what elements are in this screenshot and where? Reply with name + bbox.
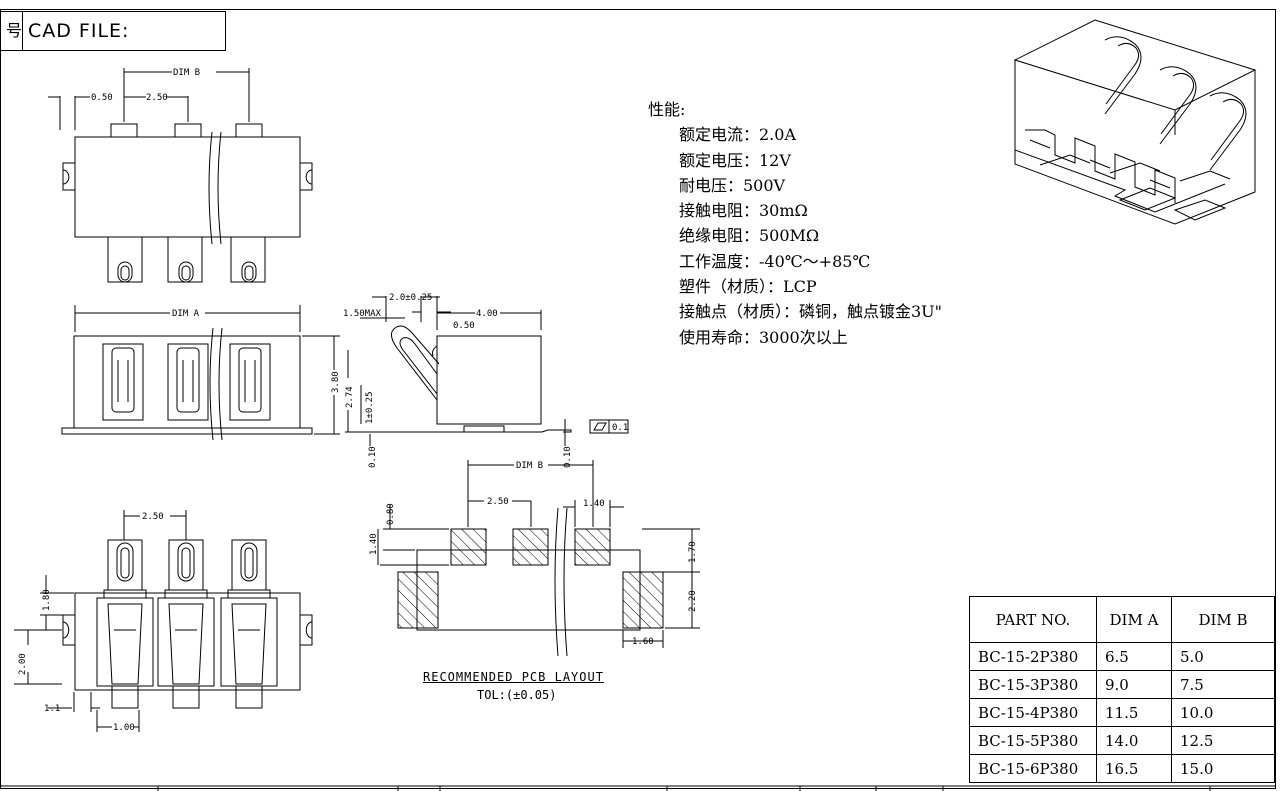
part-dimension-table: PART NO. DIM A DIM B BC-15-2P380 6.5 5.0… xyxy=(969,596,1275,783)
dim-a-cell: 14.0 xyxy=(1096,726,1172,755)
dim-274: 2.74 xyxy=(345,386,355,408)
front-view xyxy=(61,305,340,441)
dim-1025: 1±0.25 xyxy=(365,391,375,424)
dim-100: 1.00 xyxy=(113,723,135,733)
part-no-cell: BC-15-4P380 xyxy=(969,698,1097,727)
dim-220: 2.20 xyxy=(688,590,698,612)
pcb-tolerance: TOL:(±0.05) xyxy=(477,688,557,702)
dim-140-pcb-top: 1.40 xyxy=(583,499,605,509)
dim-010-right: 0.10 xyxy=(563,446,573,468)
title-glyph: 号 xyxy=(0,12,23,50)
table-row: BC-15-5P380 14.0 12.5 xyxy=(969,726,1275,755)
pcb-layout xyxy=(377,460,700,657)
dim-11: 1.1 xyxy=(44,704,60,714)
dim-a-cell: 11.5 xyxy=(1096,698,1172,727)
side-view xyxy=(345,296,629,446)
cad-file-box: 号 CAD FILE: xyxy=(0,11,226,51)
dim-400: 4.00 xyxy=(476,309,498,319)
dim-140-pcb-left: 1.40 xyxy=(369,533,379,555)
spec-list: 性能: 额定电流：2.0A 额定电压：12V 耐电压：500V 接触电阻：30m… xyxy=(648,97,942,350)
dim-a-cell: 16.5 xyxy=(1096,754,1172,783)
spec-row: 耐电压：500V xyxy=(679,175,786,195)
table-row: BC-15-3P380 9.0 7.5 xyxy=(969,670,1275,699)
spec-row: 使用寿命：3000次以上 xyxy=(679,327,848,347)
flatness-value: 0.1 xyxy=(612,423,628,433)
spec-row: 塑件（材质）：LCP xyxy=(679,277,817,297)
spec-row: 额定电压：12V xyxy=(679,150,791,170)
dim-200: 2.00 xyxy=(18,653,28,675)
spec-row: 接触点（材质）：磷铜，触点镀金3U" xyxy=(679,302,943,322)
dim-b-cell: 10.0 xyxy=(1171,698,1275,727)
dim-250-bottom: 2.50 xyxy=(142,512,164,522)
part-no-cell: BC-15-3P380 xyxy=(969,670,1097,699)
dim-080: 0.80 xyxy=(386,503,396,525)
pcb-layout-title: RECOMMENDED PCB LAYOUT xyxy=(423,670,604,684)
cad-file-label: CAD FILE: xyxy=(28,20,130,42)
header-dim-b: DIM B xyxy=(1171,596,1275,643)
dim-b-cell: 5.0 xyxy=(1171,642,1275,671)
header-part-no: PART NO. xyxy=(969,596,1097,643)
header-dim-a: DIM A xyxy=(1096,596,1172,643)
dim-250-pcb: 2.50 xyxy=(487,497,509,507)
bottom-view xyxy=(14,510,313,732)
spec-title: 性能: xyxy=(648,100,686,119)
table-row: BC-15-4P380 11.5 10.0 xyxy=(969,698,1275,727)
dim-b-cell: 7.5 xyxy=(1171,670,1275,699)
spec-row: 接触电阻：30mΩ xyxy=(679,201,808,221)
table-row: BC-15-2P380 6.5 5.0 xyxy=(969,642,1275,671)
dim-050-side: 0.50 xyxy=(453,321,475,331)
dim-150max: 1.50MAX xyxy=(343,309,382,319)
dim-050-top: 0.50 xyxy=(91,93,113,103)
dim-380: 3.80 xyxy=(331,371,341,393)
part-no-cell: BC-15-5P380 xyxy=(969,726,1097,755)
dim-a-cell: 6.5 xyxy=(1096,642,1172,671)
spec-row: 工作温度：-40℃～+85℃ xyxy=(679,251,871,271)
dim-010-left: 0.10 xyxy=(368,446,378,468)
table-header-row: PART NO. DIM A DIM B xyxy=(969,596,1275,643)
part-no-cell: BC-15-6P380 xyxy=(969,754,1097,783)
dim-180: 1.80 xyxy=(42,589,52,611)
dim-b-pcb: DIM B xyxy=(516,461,543,471)
dim-b-top: DIM B xyxy=(173,68,200,78)
isometric-view xyxy=(1013,19,1257,225)
spec-row: 额定电流：2.0A xyxy=(679,125,797,145)
top-view xyxy=(48,68,313,283)
table-row: BC-15-6P380 16.5 15.0 xyxy=(969,754,1275,783)
dim-170: 1.70 xyxy=(688,541,698,563)
part-no-cell: BC-15-2P380 xyxy=(969,642,1097,671)
dim-250-top: 2.50 xyxy=(146,93,168,103)
spec-row: 绝缘电阻：500MΩ xyxy=(679,226,820,246)
title-block-ticks xyxy=(157,786,1211,791)
dim-a-cell: 9.0 xyxy=(1096,670,1172,699)
dim-b-cell: 12.5 xyxy=(1171,726,1275,755)
dim-20: 2.0±0.25 xyxy=(389,293,432,303)
dim-b-cell: 15.0 xyxy=(1171,754,1275,783)
dim-160: 1.60 xyxy=(632,637,654,647)
dim-a-front: DIM A xyxy=(172,309,200,319)
